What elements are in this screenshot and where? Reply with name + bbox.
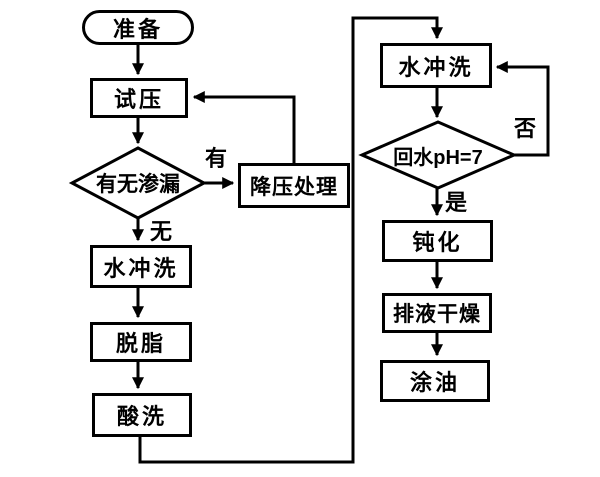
node-oil-coat: 涂油 <box>380 360 490 402</box>
node-prepare: 准备 <box>82 10 194 45</box>
node-water-flush-right: 水冲洗 <box>380 43 492 88</box>
node-drain-dry: 排液干燥 <box>382 293 492 333</box>
edge-label-ph-no: 否 <box>514 116 537 141</box>
decision-leak-check-shape <box>68 146 208 220</box>
node-pressure-test: 试压 <box>90 78 188 118</box>
edge-depressurize-to-pressure <box>192 91 296 163</box>
edge-label-ph-yes: 是 <box>445 190 468 215</box>
node-acid-wash: 酸洗 <box>92 393 192 437</box>
edge-phcheck-no-loop <box>495 61 550 157</box>
node-depressurize: 降压处理 <box>238 163 350 208</box>
edge-acid-to-flushright <box>138 16 443 464</box>
node-passivation: 钝化 <box>382 220 493 262</box>
decision-ph-check-label: 回水pH=7 <box>393 146 483 169</box>
node-water-flush-left: 水冲洗 <box>90 245 192 288</box>
node-degrease: 脱脂 <box>90 322 192 362</box>
edge-label-leak-yes: 有 <box>205 146 228 171</box>
decision-ph-check-shape <box>358 120 518 190</box>
decision-leak-check-label: 有无渗漏 <box>96 173 180 196</box>
edge-label-leak-no: 无 <box>150 219 173 244</box>
